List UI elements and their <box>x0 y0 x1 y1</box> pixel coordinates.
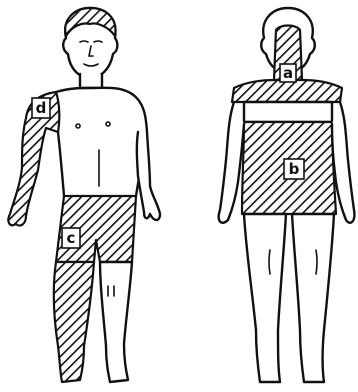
back-leg-left <box>244 214 286 382</box>
label-a: a <box>280 64 296 82</box>
front-leg-hatched <box>54 262 94 382</box>
label-b-text: b <box>289 160 300 178</box>
front-head <box>63 8 117 78</box>
label-b: b <box>284 159 304 179</box>
label-c: c <box>62 228 80 248</box>
back-torso-gap <box>244 102 332 122</box>
front-leg-white <box>100 262 132 382</box>
back-leg-right <box>292 214 334 382</box>
front-figure <box>8 8 160 382</box>
label-c-text: c <box>67 229 76 247</box>
back-shoulders-hatched <box>232 80 342 102</box>
label-a-text: a <box>283 64 293 82</box>
front-torso <box>56 88 144 200</box>
label-d-text: d <box>36 99 47 117</box>
label-d: d <box>32 98 50 118</box>
front-neck <box>80 74 102 88</box>
back-arm-left <box>219 102 244 223</box>
